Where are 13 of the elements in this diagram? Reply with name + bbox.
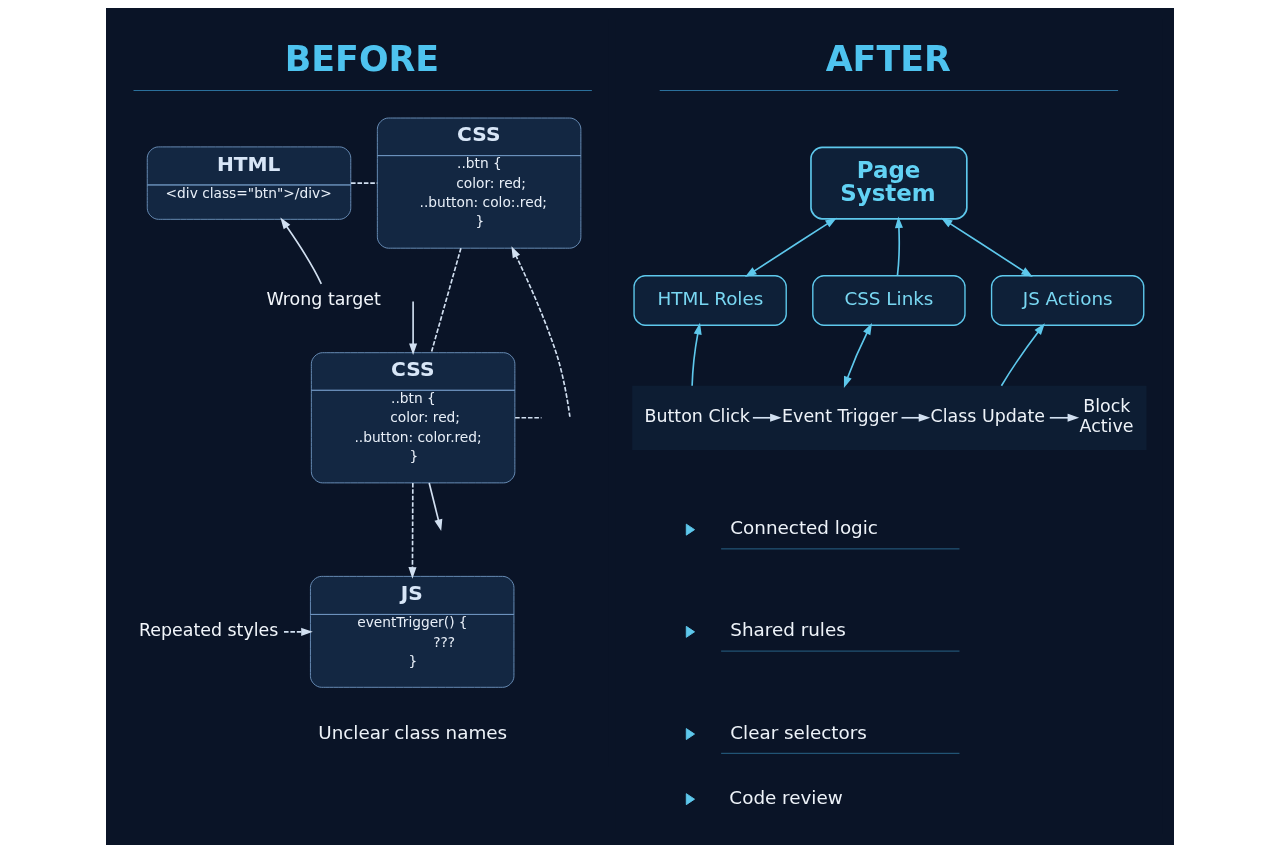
label: Unclear class names: [318, 721, 508, 743]
node-text: Button Click: [644, 406, 750, 427]
node-text: Wrong target: [266, 288, 381, 309]
label: Clear selectors: [730, 721, 867, 743]
label: Connected logic: [730, 517, 878, 539]
label: AFTER: [825, 38, 951, 79]
node-text: Event Trigger: [782, 406, 898, 427]
node-text: Class Update: [930, 406, 1045, 427]
label: BEFORE: [284, 38, 440, 79]
label: Shared rules: [730, 619, 846, 641]
label: Code review: [729, 786, 843, 808]
node-text: Block Active: [1079, 396, 1134, 436]
node-text: Repeated styles: [139, 620, 279, 641]
